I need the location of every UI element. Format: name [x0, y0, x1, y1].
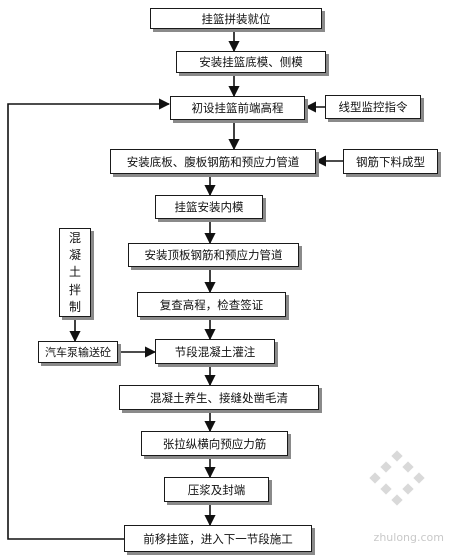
step-top-slab-rebar-ducts: 安装顶板钢筋和预应力管道 [128, 243, 299, 267]
input-rebar-cutting: 钢筋下料成型 [343, 149, 438, 174]
step-install-inner-forms: 挂篮安装内模 [155, 195, 263, 219]
input-concrete-mixing: 混 凝 土 拌 制 [59, 228, 91, 317]
loop-back-arrow [7, 98, 171, 540]
step-set-front-elevation: 初设挂篮前端高程 [170, 96, 305, 120]
concrete-mix-char: 凝 [68, 248, 81, 263]
step-bottom-web-rebar-ducts: 安装底板、腹板钢筋和预应力管道 [110, 149, 316, 174]
step-recheck-elevation: 复查高程，检查签证 [137, 292, 286, 317]
step-assemble-traveler: 挂篮拼装就位 [150, 8, 322, 29]
watermark-logo-icon [369, 450, 425, 506]
step-curing-joint-chiseling: 混凝土养生、接缝处凿毛清 [119, 385, 319, 410]
input-monitoring-instruction: 线型监控指令 [325, 95, 421, 119]
step-tension-prestress: 张拉纵横向预应力筋 [141, 431, 288, 456]
step-grout-seal: 压浆及封端 [164, 477, 269, 502]
step-install-bottom-side-forms: 安装挂篮底模、侧模 [176, 51, 326, 73]
concrete-mix-char: 混 [68, 230, 81, 245]
input-pump-transport: 汽车泵输送砼 [38, 341, 118, 363]
concrete-mix-char: 制 [68, 300, 81, 315]
step-advance-traveler: 前移挂篮，进入下一节段施工 [124, 525, 312, 552]
watermark-text: zhulong.com [373, 531, 444, 544]
step-pour-segment-concrete: 节段混凝土灌注 [155, 339, 275, 364]
concrete-mix-char: 土 [68, 265, 81, 280]
concrete-mix-char: 拌 [68, 282, 81, 297]
